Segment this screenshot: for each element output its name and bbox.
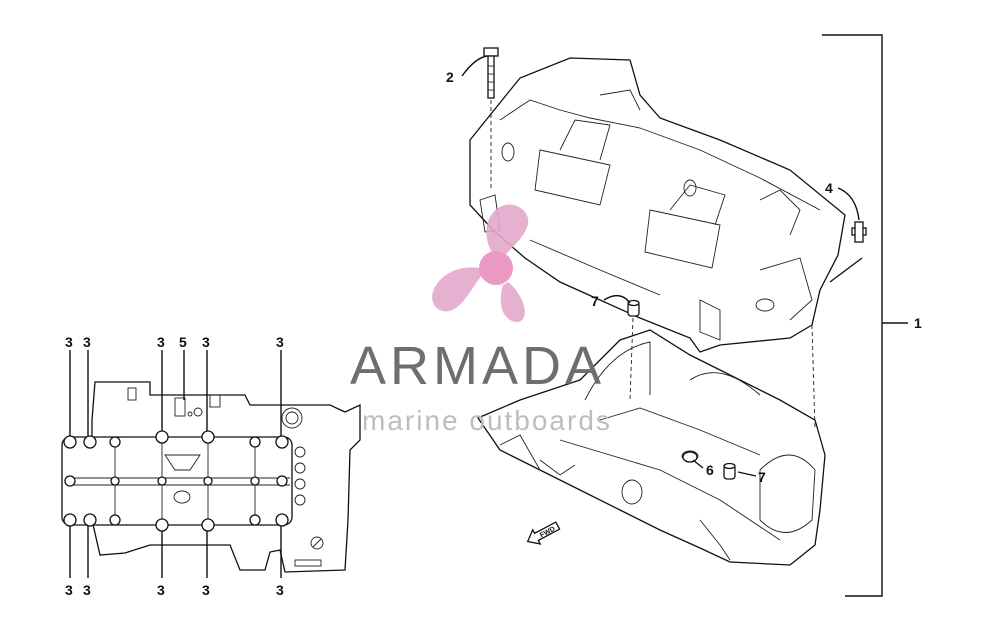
callout-left-top: 3: [276, 334, 284, 350]
callout-left-top: 5: [179, 334, 187, 350]
callout-left-top: 3: [202, 334, 210, 350]
callout-7-lower: 7: [758, 469, 766, 485]
top-case-bolt: [483, 47, 499, 99]
bracket-1: [822, 34, 908, 597]
callout-7-top: 7: [591, 293, 599, 309]
leader-7-top: [603, 295, 631, 304]
lower-crankcase: [477, 329, 826, 566]
left-bottom-leaders: [69, 526, 282, 578]
brand-watermark: ARMADA: [350, 336, 605, 396]
propeller-blade-right: [500, 282, 525, 322]
seal-ring: [682, 451, 698, 463]
callout-left-top: 3: [65, 334, 73, 350]
propeller-hub: [479, 251, 513, 285]
callout-left-bottom: 3: [276, 582, 284, 598]
callout-left-bottom: 3: [157, 582, 165, 598]
leader-2: [461, 55, 488, 77]
callout-2: 2: [446, 69, 454, 85]
propeller-blade-left: [432, 267, 482, 312]
callout-left-top: 3: [83, 334, 91, 350]
leader-7-lower: [737, 471, 757, 477]
upper-crankcase: [469, 57, 846, 353]
dowel-pin-lower: [723, 462, 736, 480]
leader-6: [692, 459, 704, 469]
callout-1: 1: [914, 315, 922, 331]
propeller-blade-top: [486, 204, 529, 258]
fwd-label: FWD: [539, 526, 556, 540]
callout-left-bottom: 3: [83, 582, 91, 598]
callout-left-bottom: 3: [65, 582, 73, 598]
leader-4: [837, 187, 860, 221]
callout-6: 6: [706, 462, 714, 478]
armada-logo-icon: [432, 204, 529, 322]
callout-left-top: 3: [157, 334, 165, 350]
fwd-arrow-icon: FWD: [526, 521, 561, 545]
left-top-leaders: [69, 350, 282, 436]
crankcase-bottom-view: [61, 381, 361, 573]
callout-4: 4: [825, 180, 833, 196]
callout-left-bottom: 3: [202, 582, 210, 598]
side-bolt: [851, 221, 867, 243]
tagline-watermark: marine outboards: [362, 405, 612, 436]
dowel-pin-top: [627, 299, 640, 317]
align-line-case: [811, 324, 816, 431]
